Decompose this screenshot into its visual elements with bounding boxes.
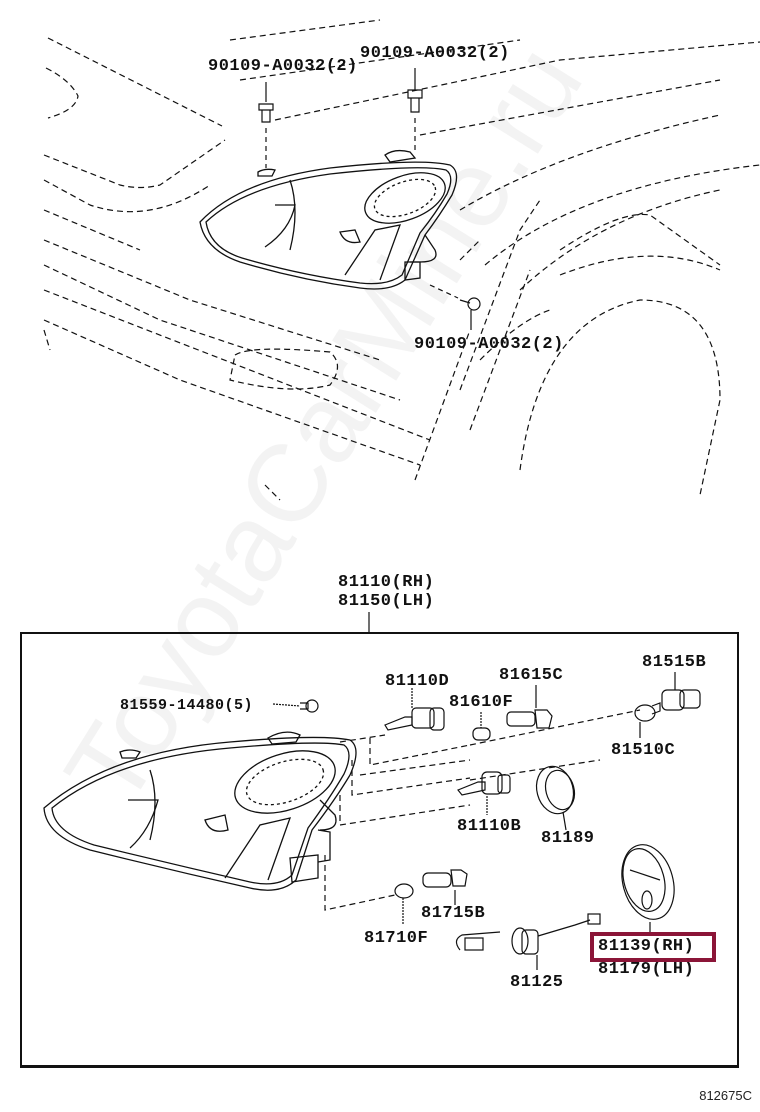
assembly-frame bbox=[20, 632, 739, 1068]
callout-90109-a0032-right[interactable]: 90109-A0032(2) bbox=[360, 44, 510, 63]
callout-81125[interactable]: 81125 bbox=[510, 973, 564, 992]
callout-81715b[interactable]: 81715B bbox=[421, 904, 486, 923]
car-body-outline bbox=[43, 19, 760, 501]
assembly-label-lh: 81150(LH) bbox=[338, 592, 435, 611]
cover-icon-81139 bbox=[621, 844, 675, 932]
socket-icon-81615c bbox=[506, 685, 553, 729]
callout-81515b[interactable]: 81515B bbox=[642, 653, 707, 672]
callout-81189[interactable]: 81189 bbox=[541, 829, 595, 848]
callout-81610f[interactable]: 81610F bbox=[449, 693, 514, 712]
socket-icon-81715b bbox=[422, 869, 468, 905]
exploded-view-guides bbox=[324, 709, 641, 911]
bolt-icon-lower bbox=[429, 284, 481, 330]
callout-81559-14480[interactable]: 81559-14480(5) bbox=[120, 697, 254, 714]
upper-headlamp-illustration bbox=[199, 149, 458, 290]
assembly-label[interactable]: 81110(RH) 81150(LH) bbox=[338, 573, 434, 611]
bulb-icon-81610f bbox=[472, 712, 491, 741]
callout-81510c[interactable]: 81510C bbox=[611, 741, 676, 760]
bulb-icon-81110d bbox=[384, 688, 445, 731]
callout-81139-rh[interactable]: 81139(RH) bbox=[598, 937, 695, 956]
socket-cover-icon-81189 bbox=[535, 765, 576, 831]
selected-part-highlight bbox=[590, 932, 716, 962]
bolt-icon-upper-right bbox=[407, 68, 423, 150]
callout-81179-lh[interactable]: 81179(LH) bbox=[598, 960, 695, 979]
socket-wire-icon-81125 bbox=[455, 913, 601, 970]
socket-icon-81515b bbox=[661, 672, 701, 711]
bulb-icon-81710f bbox=[394, 883, 414, 925]
figure-number: 812675C bbox=[699, 1088, 752, 1103]
bulb-icon-81510c bbox=[634, 702, 661, 738]
assembly-label-rh: 81110(RH) bbox=[338, 573, 435, 592]
callout-81110d[interactable]: 81110D bbox=[385, 672, 450, 691]
callout-90109-a0032-left[interactable]: 90109-A0032(2) bbox=[208, 57, 358, 76]
lower-headlamp-illustration bbox=[43, 731, 357, 891]
callout-81710f[interactable]: 81710F bbox=[364, 929, 429, 948]
callout-81615c[interactable]: 81615C bbox=[499, 666, 564, 685]
screw-icon-81559 bbox=[272, 699, 319, 713]
bulb-icon-81110b bbox=[457, 771, 511, 815]
bolt-icon-upper-left bbox=[258, 82, 274, 168]
callout-81110b[interactable]: 81110B bbox=[457, 817, 522, 836]
callout-90109-a0032-lower[interactable]: 90109-A0032(2) bbox=[414, 335, 564, 354]
